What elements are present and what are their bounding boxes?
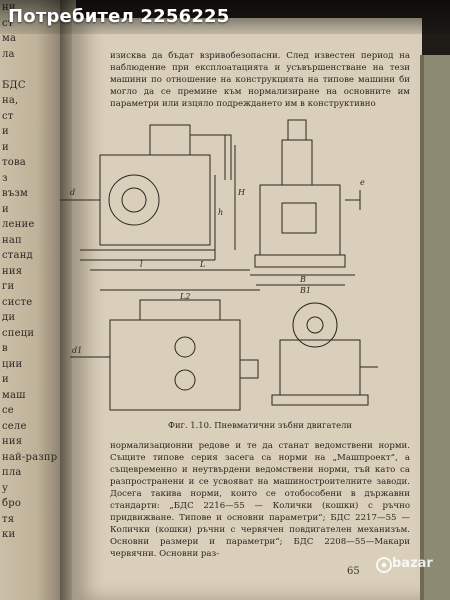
motor-base-bottom-right (271, 394, 369, 406)
top-paragraph: изисква да бъдат взривобезопасни. След и… (110, 51, 410, 109)
label-H: H (237, 188, 246, 197)
left-page-line: з (2, 172, 8, 184)
title-bar: Потребител 2256225 (0, 0, 450, 34)
left-page-line: пла (2, 467, 22, 478)
left-page-line: у (2, 482, 9, 494)
motor-base-top-right (254, 254, 346, 268)
right-page (72, 18, 422, 600)
page-number: 65 (347, 566, 360, 577)
bottom-paragraph: нормализационни редове и те да станат ве… (110, 441, 410, 559)
label-d: d (70, 188, 75, 197)
left-page-line: нап (2, 234, 22, 246)
left-page-line: селе (2, 420, 27, 432)
motor-body-bottom-right (279, 339, 361, 396)
left-page-line: ла (2, 48, 15, 60)
label-l: l (140, 260, 143, 269)
bazar-logo-icon (376, 557, 392, 573)
left-page-line: ги (2, 281, 15, 292)
left-page: нистмала БДСна,стиитовазвъзмилениенапста… (0, 0, 62, 600)
top-valve (281, 139, 313, 186)
motor-top-bottom-left (139, 299, 221, 321)
label-L: L (199, 260, 205, 269)
left-page-line: ди (2, 312, 16, 323)
figure-caption: Фиг. 1.10. Пневматични зъбни двигатели (168, 420, 352, 430)
left-page-text: нистмала БДСна,стиитовазвъзмилениенапста… (2, 0, 58, 543)
port-lower (174, 369, 196, 391)
label-L2: L2 (179, 292, 190, 301)
left-page-line: специ (2, 327, 35, 339)
port-upper (174, 336, 196, 358)
label-d1: d1 (72, 346, 82, 355)
left-page-line: ции (2, 358, 23, 370)
nameplate (281, 202, 317, 234)
left-page-line: в (2, 343, 8, 354)
inlet-pipe (190, 134, 226, 180)
left-page-line: най-разпр (2, 451, 58, 463)
bazar-watermark: bazar (392, 556, 433, 571)
left-page-line: това (2, 157, 26, 168)
left-page-line: бро (2, 498, 22, 509)
left-page-line: възм (2, 188, 29, 199)
gear-housing-bottom-right (292, 302, 338, 348)
left-page-line: ление (2, 219, 35, 230)
left-page-line: и (2, 374, 9, 385)
gear-hub (121, 187, 147, 213)
top-valve-cap (287, 119, 307, 141)
left-page-line: БДС (2, 79, 26, 91)
label-h: h (218, 208, 223, 217)
valve-housing (149, 124, 191, 156)
user-title: Потребител 2256225 (8, 6, 230, 27)
left-page-line: на, (2, 95, 19, 106)
left-page-line: и (2, 203, 9, 215)
label-B: B (299, 275, 306, 284)
left-page-line: ния (2, 436, 23, 447)
left-page-line: систе (2, 296, 33, 308)
gear-center-bottom-right (306, 316, 324, 334)
left-page-line: ма (2, 33, 17, 44)
motor-body-top-left (99, 154, 211, 246)
side-fitting (239, 359, 259, 379)
left-page-line: ния (2, 265, 23, 277)
left-page-line: се (2, 405, 14, 416)
label-B1: B1 (299, 286, 311, 295)
left-page-line: и (2, 141, 9, 153)
label-e: e (360, 178, 365, 187)
left-page-line: и (2, 126, 9, 137)
left-page-line: ст (2, 110, 14, 122)
left-page-line: ки (2, 529, 16, 540)
left-page-line: тя (2, 513, 15, 525)
left-page-line: маш (2, 389, 26, 401)
gear-flange (108, 174, 160, 226)
book-cover-edge (420, 55, 450, 600)
left-page-line (2, 62, 58, 78)
left-page-line: станд (2, 250, 33, 261)
inlet-pipe-inner (196, 134, 232, 180)
motor-body-top-right (259, 184, 341, 256)
technical-drawing: l L h H B B1 d L2 e d1 (60, 119, 378, 411)
motor-body-bottom-left (109, 319, 241, 411)
